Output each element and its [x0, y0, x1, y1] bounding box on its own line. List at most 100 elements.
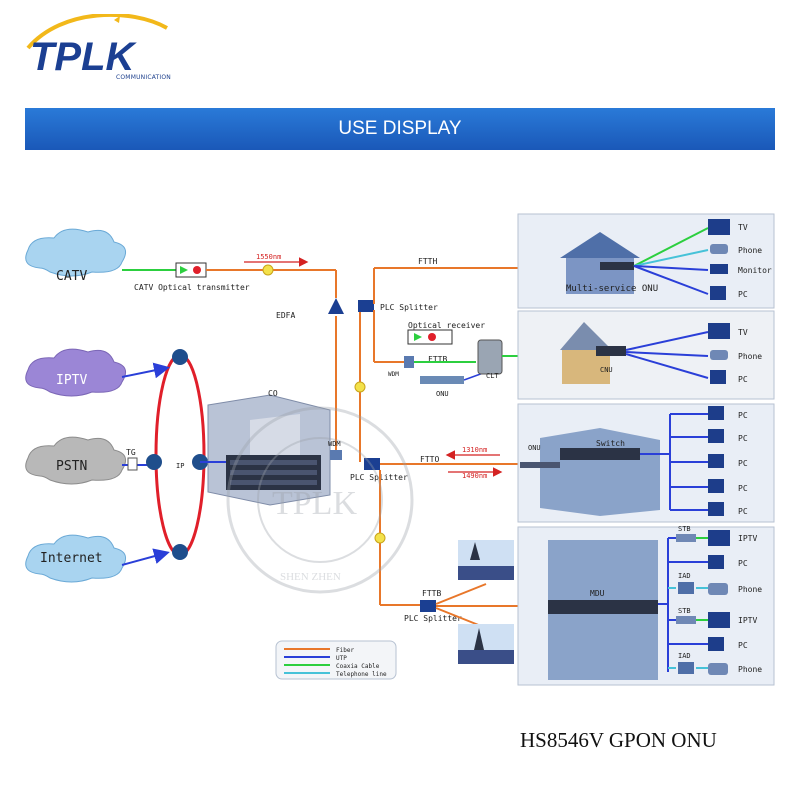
device-label: PC [738, 484, 748, 493]
wdm-small [404, 356, 414, 368]
clt-label: CLT [486, 372, 499, 380]
device-label: STB [678, 607, 691, 615]
iad-box [678, 582, 694, 594]
device-label: Phone [738, 585, 762, 594]
central-office-building [207, 394, 331, 506]
home-panel-1 [517, 213, 775, 309]
pstn-cloud: PSTN [25, 436, 127, 485]
wdm-label: WDM [328, 440, 341, 448]
stb-box [676, 534, 696, 542]
banner-title: USE DISPLAY [338, 118, 462, 139]
device-phone [710, 244, 728, 254]
logo-subtitle: COMMUNICATION [116, 74, 171, 81]
device-label: TV [738, 223, 748, 232]
device-tv [708, 530, 730, 546]
plc-splitter [364, 458, 380, 470]
router-icon [146, 454, 162, 470]
product-title: HS8546V GPON ONU [520, 728, 717, 752]
device-phone [708, 583, 728, 595]
device-tv [708, 323, 730, 339]
internet-cloud: Internet [25, 534, 127, 583]
device-label: Phone [738, 246, 762, 255]
plc-splitter [358, 300, 374, 312]
stb-box [676, 616, 696, 624]
device-tv [708, 219, 730, 235]
device-label: PC [738, 559, 748, 568]
edfa-label: EDFA [276, 311, 295, 320]
plc-splitter-label: PLC Splitter [350, 473, 408, 482]
device-pc [708, 454, 724, 468]
watermark-seal: TPLK SHEN ZHEN [226, 406, 414, 594]
legend-item-coax: Coaxia Cable [336, 663, 380, 670]
device-label: PC [738, 375, 748, 384]
plc-splitter-label: PLC Splitter [404, 614, 462, 623]
fttb2-label: FTTB [422, 589, 441, 598]
device-pc [708, 479, 724, 493]
wavelength-1310: 1310nm [462, 446, 487, 454]
optical-receiver-label: Optical receiver [408, 321, 485, 330]
onu-device [420, 376, 464, 384]
office-onu-label: ONU [528, 444, 541, 452]
device-pc [708, 429, 724, 443]
router-icon [172, 544, 188, 560]
device-pc [708, 637, 724, 651]
device-monitor [710, 264, 728, 274]
cloud-label: IPTV [56, 373, 87, 388]
device-pc [710, 370, 726, 384]
device-phone [710, 350, 728, 360]
legend-item-fiber: Fiber [336, 647, 354, 654]
device-label: PC [738, 290, 748, 299]
device-pc [708, 406, 724, 420]
cloud-label: CATV [56, 269, 87, 284]
landscape-image [458, 540, 514, 580]
device-label: PC [738, 459, 748, 468]
company-logo: TPLK COMMUNICATION [22, 14, 192, 84]
device-pc [708, 555, 724, 569]
cnu-device [596, 346, 626, 356]
device-label: IPTV [738, 534, 757, 543]
iptv-cloud: IPTV [25, 348, 127, 397]
cloud-label: PSTN [56, 459, 87, 474]
device-label: IAD [678, 572, 691, 580]
catv-transmitter-label: CATV Optical transmitter [134, 283, 250, 292]
ftto-label: FTTO [420, 455, 439, 464]
switch-label: Switch [596, 439, 625, 448]
clt-device [477, 339, 503, 375]
device-label: PC [738, 411, 748, 420]
plc-splitter [420, 600, 436, 612]
iad-box [678, 662, 694, 674]
device-label: Monitor [738, 266, 772, 275]
router-icon [172, 349, 188, 365]
home-panel-2 [517, 310, 775, 400]
device-label: PC [738, 507, 748, 516]
catv-cloud: CATV [25, 228, 127, 284]
mdu-device [548, 600, 658, 614]
house-icon [560, 232, 640, 258]
cloud-label: Internet [40, 551, 103, 566]
wdm-small-label: WDM [388, 371, 399, 378]
ftth-label: FTTH [418, 257, 437, 266]
fttb-label: FTTB [428, 355, 447, 364]
plc-splitter-label: PLC Splitter [380, 303, 438, 312]
wavelength-1490: 1490nm [462, 472, 487, 480]
legend: Fiber UTP Coaxia Cable Telephone line [275, 640, 397, 680]
tg-box [127, 457, 138, 471]
device-label: Phone [738, 665, 762, 674]
device-tv [708, 612, 730, 628]
office-onu [520, 462, 560, 468]
tg-label: TG [126, 448, 136, 457]
watermark-bottom: SHEN ZHEN [280, 571, 341, 583]
device-pc [710, 286, 726, 300]
device-label: PC [738, 641, 748, 650]
landscape-image [458, 624, 514, 664]
device-label: PC [738, 434, 748, 443]
ip-label: IP [176, 462, 184, 470]
switch-device [560, 448, 640, 460]
co-label: CO [268, 389, 278, 398]
edfa-amplifier [328, 298, 344, 314]
network-diagram: CATV IPTV PSTN Internet CATV Optical tra… [25, 213, 775, 686]
device-phone [708, 663, 728, 675]
tplk-logo-mark: TPLK [26, 14, 168, 76]
device-label: IPTV [738, 616, 757, 625]
logo-wordmark: TPLK [30, 35, 138, 76]
